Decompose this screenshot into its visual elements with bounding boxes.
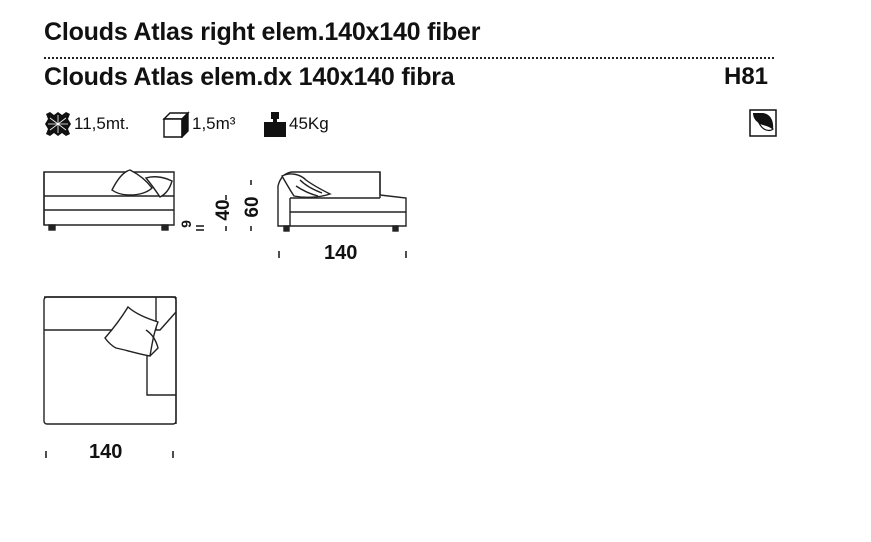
side-width-label: 140: [324, 242, 358, 264]
spec-weight: 45Kg: [263, 106, 329, 142]
weight-value: 45Kg: [289, 114, 329, 133]
fabric-icon: [44, 110, 72, 138]
top-width-label: 140: [89, 441, 123, 463]
side-view-drawing: [277, 171, 407, 232]
back-height-label: 60: [242, 196, 263, 218]
product-title-italian: Clouds Atlas elem.dx 140x140 fibra: [44, 63, 455, 91]
front-view-drawing: [43, 169, 175, 231]
seat-height-label: 40: [213, 199, 234, 221]
model-code: H81: [724, 63, 769, 90]
fiber-filling-icon: [749, 109, 777, 142]
top-dimension-ticks: [45, 451, 174, 458]
volume-value: 1,5m³: [192, 114, 236, 133]
side-dimension-ticks: [196, 180, 407, 258]
weight-icon: [263, 110, 287, 138]
box-icon: [162, 110, 190, 138]
spec-volume: 1,5m³: [162, 106, 235, 142]
leg-height-label: 9: [178, 220, 194, 228]
title-divider: [44, 57, 774, 59]
spec-fabric: 11,5mt.: [44, 106, 129, 142]
product-title-english: Clouds Atlas right elem.140x140 fiber: [44, 18, 481, 46]
top-view-drawing: [43, 296, 177, 425]
fabric-value: 11,5mt.: [74, 114, 130, 133]
